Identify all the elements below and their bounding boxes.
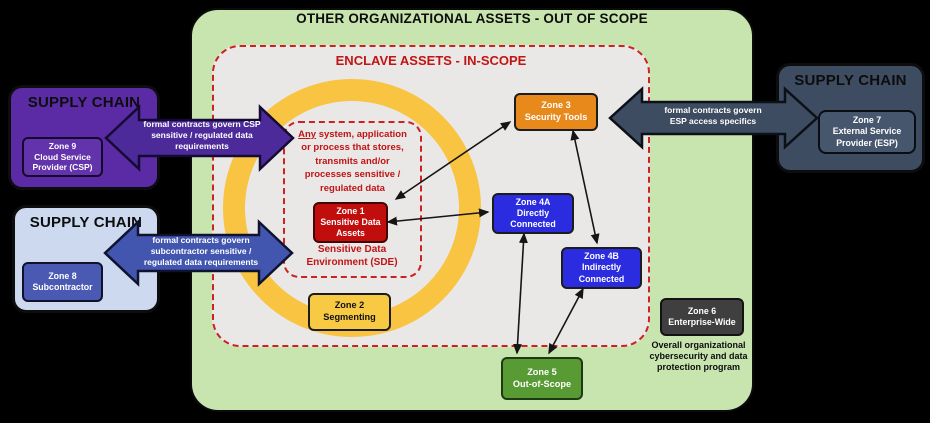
subcontractor-arrow-label: formal contracts govern subcontractor se…: [143, 235, 259, 268]
supply-chain-esp-title: SUPPLY CHAIN: [794, 72, 907, 89]
zone7-external-service-provider: Zone 7 External Service Provider (ESP): [818, 110, 916, 154]
sde-core-note: Any system, application or process that …: [286, 128, 419, 195]
zone1-sensitive-data-assets: Zone 1 Sensitive Data Assets: [313, 202, 388, 243]
csp-arrow-label: formal contracts govern CSP sensitive / …: [143, 119, 261, 152]
zone4b-indirectly-connected: Zone 4B Indirectly Connected: [561, 247, 642, 289]
enclave-region: [212, 45, 650, 347]
zone9-cloud-service-provider: Zone 9 Cloud Service Provider (CSP): [22, 137, 103, 177]
zone3-security-tools: Zone 3 Security Tools: [514, 93, 598, 131]
sde-note-rest: system, application or process that stor…: [301, 129, 407, 194]
zone6-enterprise-wide: Zone 6 Enterprise-Wide: [660, 298, 744, 336]
sde-note-emphasis: Any: [298, 129, 317, 140]
zone4a-directly-connected: Zone 4A Directly Connected: [492, 193, 574, 234]
sde-label: Sensitive Data Environment (SDE): [306, 244, 398, 268]
supply-chain-subcontractor-title: SUPPLY CHAIN: [29, 214, 143, 231]
page-title: OTHER ORGANIZATIONAL ASSETS - OUT OF SCO…: [296, 11, 648, 26]
enclave-title: ENCLAVE ASSETS - IN-SCOPE: [335, 53, 527, 68]
zone6-caption: Overall organizational cybersecurity and…: [649, 340, 748, 372]
supply-chain-csp-title: SUPPLY CHAIN: [27, 94, 141, 111]
zone8-subcontractor: Zone 8 Subcontractor: [22, 262, 103, 302]
zone2-segmenting: Zone 2 Segmenting: [308, 293, 391, 331]
zone5-out-of-scope: Zone 5 Out-of-Scope: [501, 357, 583, 400]
esp-arrow-label: formal contracts govern ESP access speci…: [664, 105, 762, 127]
